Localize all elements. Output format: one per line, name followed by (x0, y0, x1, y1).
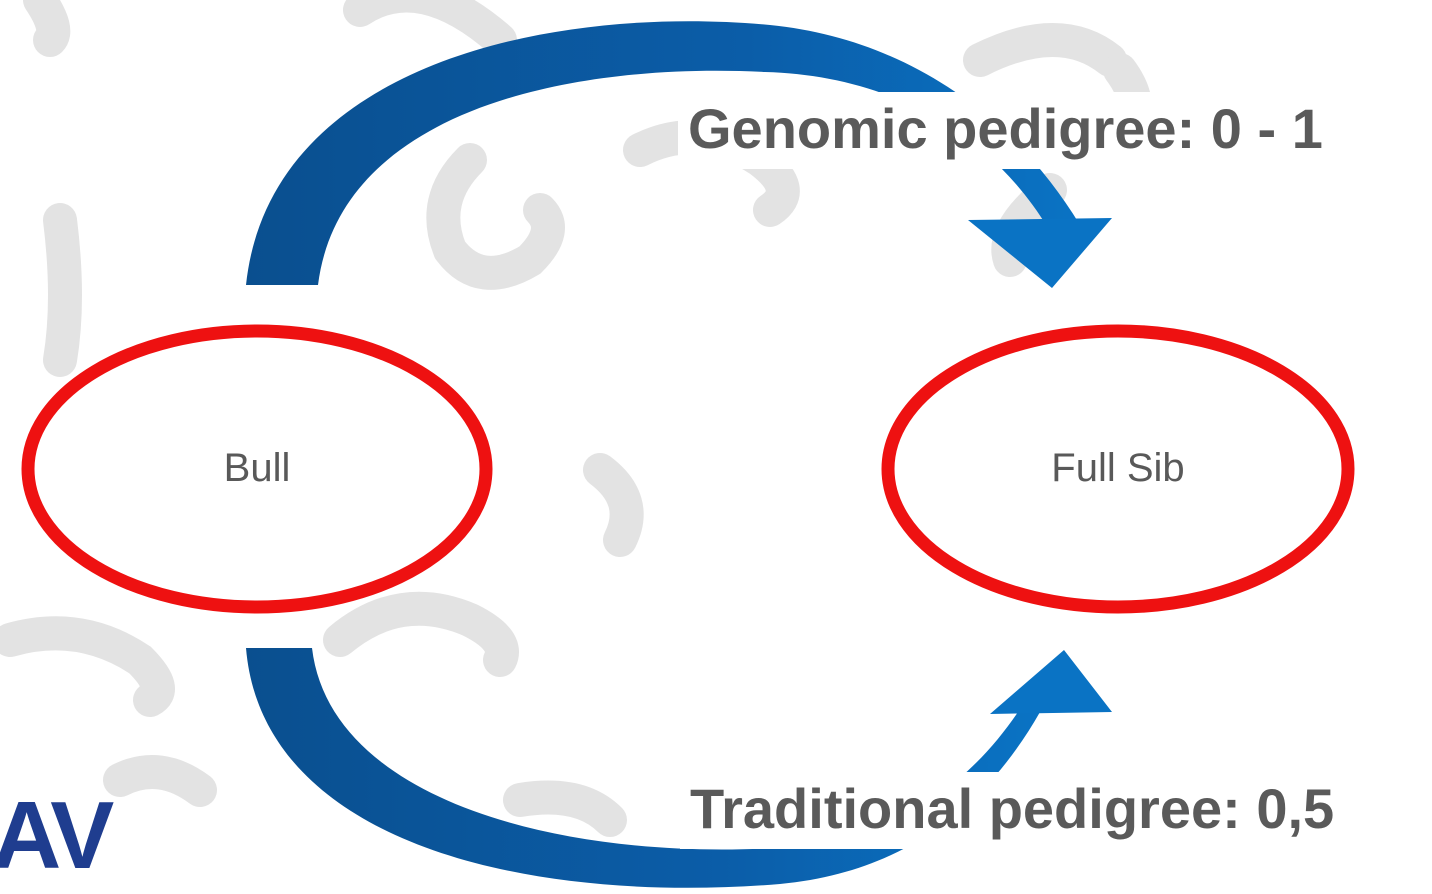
organization-logo: AV (0, 782, 114, 889)
bull-node-label: Bull (223, 446, 291, 490)
genomic-arrow (246, 21, 1112, 288)
traditional-arrowhead (990, 650, 1112, 714)
traditional-arrow-body (246, 648, 1040, 888)
bull-node-ellipse (21, 324, 493, 614)
traditional-arrow (246, 648, 1112, 888)
full-sib-node-ellipse (881, 324, 1355, 614)
traditional-pedigree-label: Traditional pedigree: 0,5 (680, 772, 1345, 849)
full-sib-node-label: Full Sib (1051, 446, 1185, 490)
genomic-pedigree-label: Genomic pedigree: 0 - 1 (678, 92, 1333, 169)
genomic-arrowhead (968, 218, 1112, 288)
genomic-arrow-body (246, 21, 1080, 285)
